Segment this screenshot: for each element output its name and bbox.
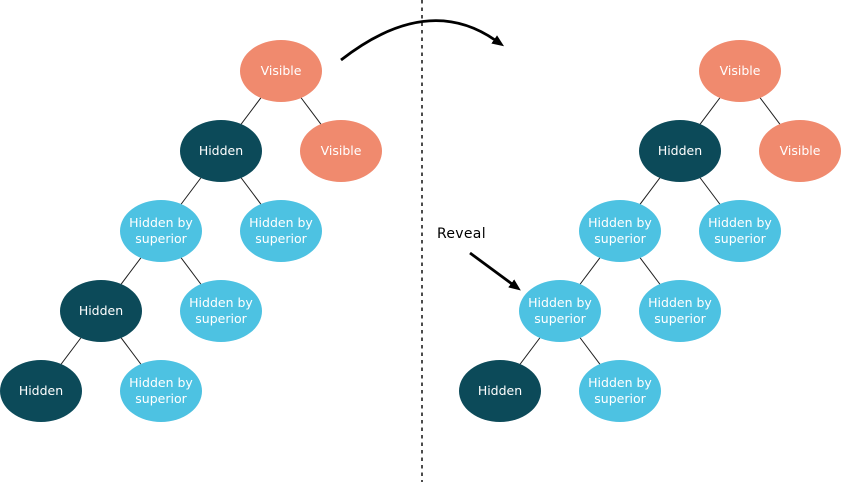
tree-node-hidden: Hidden [639,120,721,182]
tree-node-hidden-by-superior: Hidden by superior [240,200,322,262]
tree-node-label: Hidden by superior [129,214,193,246]
tree-node-label: Hidden by superior [528,294,592,326]
tree-node-label: Hidden [78,302,124,318]
tree-node-hidden-by-superior: Hidden by superior [579,360,661,422]
tree-node-hidden-by-superior: Hidden by superior [639,280,721,342]
tree-node-hidden-by-superior-revealed: Hidden by superior [519,280,601,342]
tree-node-label: Hidden [198,142,244,158]
tree-node-hidden: Hidden [0,360,82,422]
tree-node-visible: Visible [300,120,382,182]
tree-node-label: Hidden by superior [249,214,313,246]
tree-node-hidden: Hidden [180,120,262,182]
tree-node-hidden-by-superior: Hidden by superior [120,360,202,422]
reveal-arrow [469,251,521,291]
tree-node-visible: Visible [240,40,322,102]
tree-node-label: Visible [260,62,302,78]
tree-node-hidden-by-superior: Hidden by superior [120,200,202,262]
tree-node-visible: Visible [759,120,841,182]
tree-node-visible: Visible [699,40,781,102]
tree-node-label: Visible [779,142,821,158]
tree-node-label: Hidden [477,382,523,398]
tree-node-hidden: Hidden [459,360,541,422]
transition-arrow [340,19,505,62]
tree-node-label: Hidden [18,382,64,398]
tree-node-label: Hidden by superior [708,214,772,246]
tree-node-hidden-by-superior: Hidden by superior [699,200,781,262]
tree-node-label: Hidden by superior [189,294,253,326]
tree-node-hidden: Hidden [60,280,142,342]
tree-node-label: Visible [320,142,362,158]
tree-node-hidden-by-superior: Hidden by superior [579,200,661,262]
tree-node-hidden-by-superior: Hidden by superior [180,280,262,342]
tree-node-label: Hidden by superior [129,374,193,406]
tree-node-label: Visible [719,62,761,78]
tree-node-label: Hidden by superior [588,214,652,246]
reveal-annotation-label: Reveal [437,226,486,242]
tree-node-label: Hidden by superior [588,374,652,406]
tree-node-label: Hidden by superior [648,294,712,326]
tree-node-label: Hidden [657,142,703,158]
